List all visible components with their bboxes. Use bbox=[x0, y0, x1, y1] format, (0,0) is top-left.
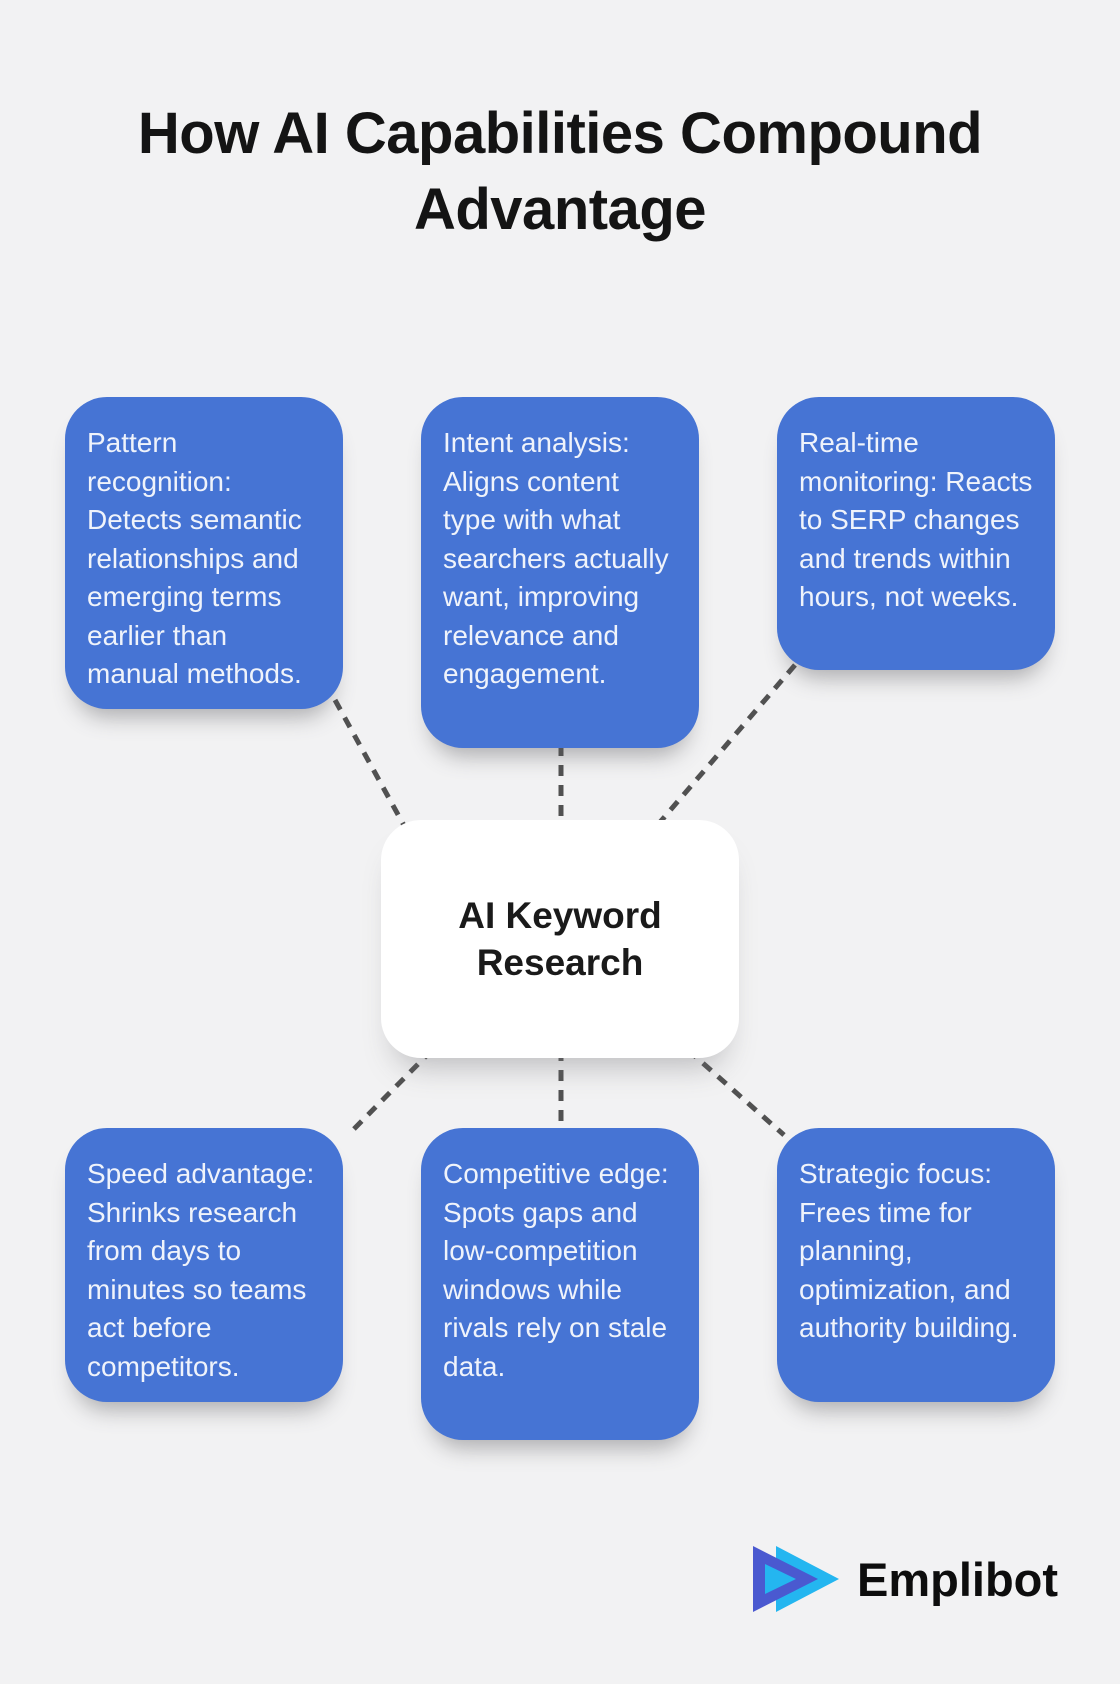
node-speed-advantage-text: Speed advantage: Shrinks research from d… bbox=[87, 1158, 315, 1382]
center-node-label: AI Keyword Research bbox=[458, 895, 662, 983]
connector-line-top-right bbox=[653, 663, 797, 830]
connector-line-bottom-right bbox=[686, 1048, 786, 1137]
page-title: How AI Capabilities Compound Advantage bbox=[137, 101, 983, 242]
center-node: AI Keyword Research bbox=[381, 820, 739, 1058]
connector-line-top-left bbox=[332, 698, 415, 842]
node-intent-analysis-text: Intent analysis: Aligns content type wit… bbox=[443, 427, 669, 689]
emplibot-logo: Emplibot bbox=[753, 1546, 1058, 1612]
node-strategic-focus-text: Strategic focus: Frees time for planning… bbox=[799, 1158, 1019, 1343]
node-competitive-edge-text: Competitive edge: Spots gaps and low-com… bbox=[443, 1158, 669, 1382]
node-strategic-focus: Strategic focus: Frees time for planning… bbox=[777, 1128, 1055, 1402]
connector-line-bottom-left bbox=[346, 1048, 434, 1137]
node-intent-analysis: Intent analysis: Aligns content type wit… bbox=[421, 397, 699, 748]
node-pattern-recognition-text: Pattern recognition: Detects semantic re… bbox=[87, 427, 302, 689]
node-real-time-monitoring-text: Real-time monitoring: Reacts to SERP cha… bbox=[799, 427, 1033, 612]
node-real-time-monitoring: Real-time monitoring: Reacts to SERP cha… bbox=[777, 397, 1055, 670]
emplibot-play-triangles-icon bbox=[753, 1546, 839, 1612]
node-competitive-edge: Competitive edge: Spots gaps and low-com… bbox=[421, 1128, 699, 1440]
node-pattern-recognition: Pattern recognition: Detects semantic re… bbox=[65, 397, 343, 709]
node-speed-advantage: Speed advantage: Shrinks research from d… bbox=[65, 1128, 343, 1402]
brand-name: Emplibot bbox=[857, 1552, 1059, 1606]
